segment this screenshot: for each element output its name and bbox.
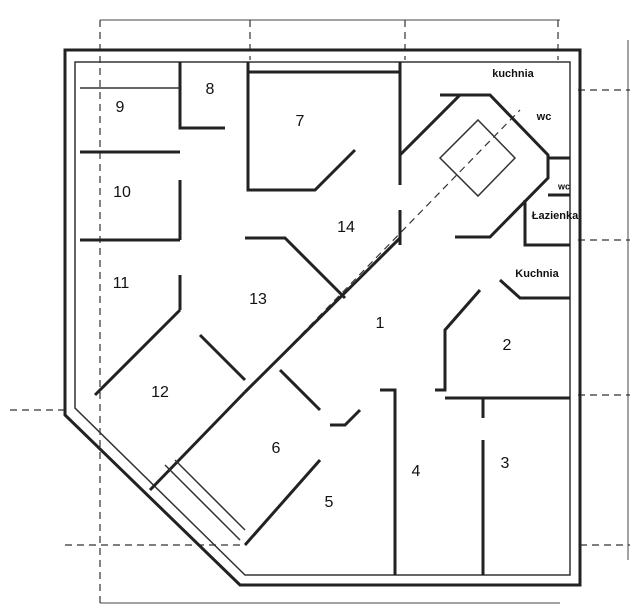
room-5: 5: [325, 494, 334, 511]
room-13: 13: [249, 291, 267, 308]
room-8: 8: [206, 81, 215, 98]
room-9: 9: [116, 99, 125, 116]
label-wc-1: wc: [536, 111, 552, 123]
label-kitchen-right: Kuchnia: [515, 268, 559, 280]
room-6: 6: [272, 440, 281, 457]
interior-walls: [80, 62, 570, 575]
room-2: 2: [503, 337, 512, 354]
label-wc-2: wc: [557, 181, 570, 191]
outer-walls: [63, 48, 582, 587]
room-4: 4: [412, 463, 421, 480]
room-14: 14: [337, 219, 355, 236]
room-10: 10: [113, 184, 131, 201]
room-3: 3: [501, 455, 510, 472]
dimension-lines: [10, 19, 630, 605]
label-bathroom: Łazienka: [532, 210, 579, 222]
room-1: 1: [376, 315, 385, 332]
room-labels: kuchnia wc wc Łazienka Kuchnia: [492, 68, 579, 280]
room-7: 7: [296, 113, 305, 130]
room-11: 11: [113, 275, 130, 292]
label-kitchen-top: kuchnia: [492, 68, 534, 80]
room-12: 12: [151, 384, 169, 401]
room-numbers: 1 2 3 4 5 6 7 8 9 10 11 12 13 14: [113, 81, 512, 511]
